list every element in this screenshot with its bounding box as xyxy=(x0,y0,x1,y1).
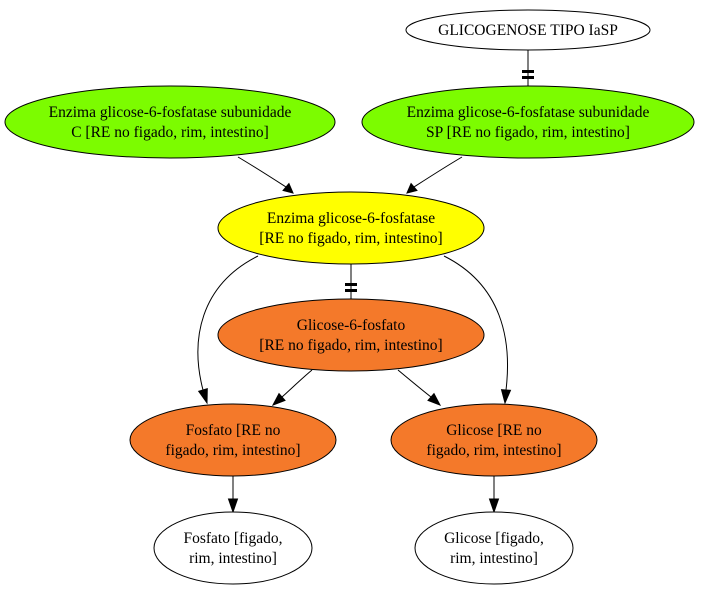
node-label-line: rim, intestino] xyxy=(450,550,538,567)
arrowhead xyxy=(500,389,512,405)
edge-line xyxy=(237,156,287,188)
node-label-line: [RE no figado, rim, intestino] xyxy=(259,337,442,354)
edge-glicogenose-to-subunit_sp xyxy=(522,50,534,86)
inhibition-bar xyxy=(345,289,357,292)
node-shape xyxy=(217,298,485,372)
node-label-line: Glicose [figado, xyxy=(444,530,544,547)
node-label-line: C [RE no figado, rim, intestino] xyxy=(71,124,269,141)
nodes-layer: GLICOGENOSE TIPO IaSP Enzima glicose-6-fo… xyxy=(4,9,695,585)
node-glicose-re: Glicose [RE no figado, rim, intestino] xyxy=(390,403,598,477)
node-label-line: Fosfato [figado, xyxy=(183,530,282,547)
node-g6p: Glicose-6-fosfato [RE no figado, rim, int… xyxy=(217,298,485,372)
node-label-line: Glicose-6-fosfato xyxy=(297,317,406,334)
node-subunit-sp: Enzima glicose-6-fosfatase subunidade SP … xyxy=(361,85,695,159)
edge-g6p-to-fosfato_re xyxy=(271,369,313,406)
edges-layer xyxy=(197,50,534,514)
edge-line xyxy=(413,156,463,188)
arrowhead xyxy=(271,392,286,406)
node-shape xyxy=(390,403,598,477)
node-glicogenose: GLICOGENOSE TIPO IaSP xyxy=(405,9,651,51)
node-fosfato-re: Fosfato [RE no figado, rim, intestino] xyxy=(129,403,337,477)
node-fosfato-out: Fosfato [figado, rim, intestino] xyxy=(153,511,313,585)
node-shape xyxy=(217,191,485,265)
node-shape xyxy=(129,403,337,477)
arrowhead xyxy=(197,387,208,405)
edge-fosfato_re-to-fosfato_out xyxy=(227,476,239,514)
edge-subunit_c-to-enzyme xyxy=(237,156,294,194)
arrowhead xyxy=(227,498,239,514)
node-label-line: SP [RE no figado, rim, intestino] xyxy=(426,124,630,141)
node-label-line: GLICOGENOSE TIPO IaSP xyxy=(438,22,618,39)
edge-enzyme-to-g6p xyxy=(345,264,357,299)
node-subunit-c: Enzima glicose-6-fosfatase subunidade C [… xyxy=(4,85,336,159)
node-glicose-out: Glicose [figado, rim, intestino] xyxy=(414,511,574,585)
node-label-line: Enzima glicose-6-fosfatase xyxy=(267,210,435,227)
node-label-line: figado, rim, intestino] xyxy=(165,442,300,459)
node-label-line: Enzima glicose-6-fosfatase subunidade xyxy=(49,104,292,121)
edge-line xyxy=(443,255,508,391)
inhibition-bar xyxy=(345,283,357,286)
arrowhead xyxy=(488,498,500,514)
node-shape xyxy=(405,9,651,51)
node-shape xyxy=(153,511,313,585)
node-label-line: Glicose [RE no xyxy=(446,422,542,439)
edge-line xyxy=(281,369,313,398)
edge-glicose_re-to-glicose_out xyxy=(488,476,500,514)
arrowhead xyxy=(427,392,442,406)
node-shape xyxy=(361,85,695,159)
edge-subunit_sp-to-enzyme xyxy=(406,156,463,194)
node-label-line: Enzima glicose-6-fosfatase subunidade xyxy=(407,104,650,121)
edge-enzyme-to-glicose_re xyxy=(443,255,512,405)
node-enzyme: Enzima glicose-6-fosfatase [RE no figado,… xyxy=(217,191,485,265)
edge-g6p-to-glicose_re xyxy=(397,369,442,406)
inhibition-bar xyxy=(522,70,534,73)
node-shape xyxy=(4,85,336,159)
arrowhead xyxy=(282,182,294,194)
inhibition-bar xyxy=(522,76,534,79)
node-label-line: rim, intestino] xyxy=(189,550,277,567)
node-shape xyxy=(414,511,574,585)
node-label-line: Fosfato [RE no xyxy=(186,422,281,439)
edge-line xyxy=(197,255,259,391)
node-label-line: [RE no figado, rim, intestino] xyxy=(259,230,442,247)
edge-enzyme-to-fosfato_re xyxy=(197,255,259,405)
node-label-line: figado, rim, intestino] xyxy=(426,442,561,459)
arrowhead xyxy=(406,182,418,194)
edge-line xyxy=(397,369,432,398)
